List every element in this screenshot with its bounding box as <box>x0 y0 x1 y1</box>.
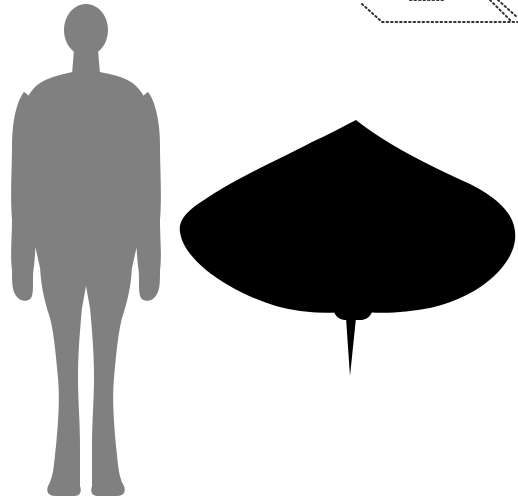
inset-outline-partial <box>362 0 518 22</box>
stingray-silhouette <box>180 120 515 376</box>
human-silhouette <box>11 4 161 496</box>
